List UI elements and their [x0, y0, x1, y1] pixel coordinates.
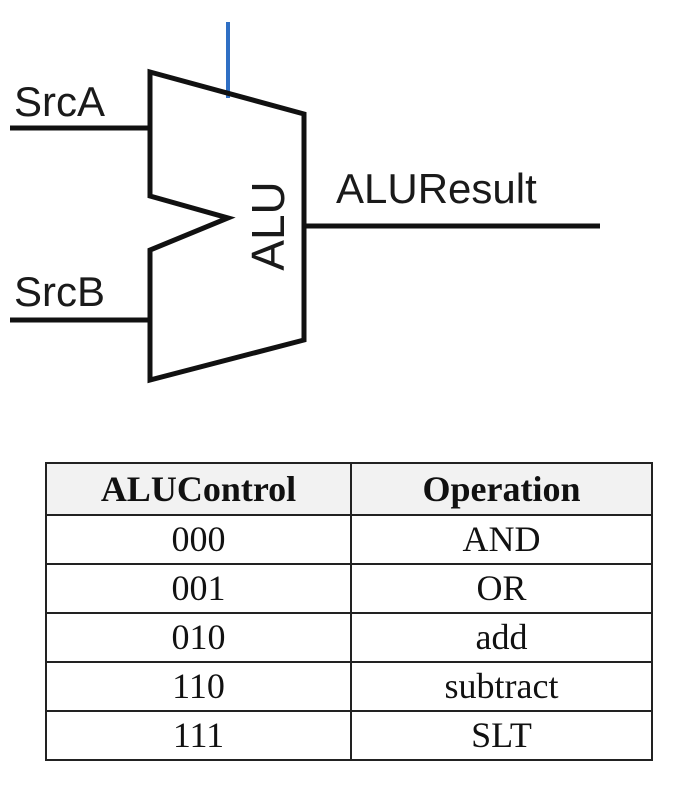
alu-diagram: SrcA SrcB ALUResult ALU: [10, 22, 600, 384]
table-row: 000 AND: [45, 514, 653, 565]
cell-operation: subtract: [350, 661, 653, 712]
alu-label: ALU: [242, 181, 294, 270]
alu-body: [147, 68, 307, 384]
src-a-label: SrcA: [14, 78, 105, 125]
cell-control: 001: [45, 563, 352, 614]
cell-operation: add: [350, 612, 653, 663]
cell-control: 111: [45, 710, 352, 761]
table-row: 110 subtract: [45, 661, 653, 712]
alu-result-label: ALUResult: [336, 165, 537, 212]
alu-control-table: ALUControl Operation 000 AND 001 OR 010 …: [45, 462, 653, 761]
header-alucontrol: ALUControl: [45, 462, 352, 516]
cell-control: 010: [45, 612, 352, 663]
cell-control: 110: [45, 661, 352, 712]
table-row: 010 add: [45, 612, 653, 663]
table-row: 001 OR: [45, 563, 653, 614]
cell-control: 000: [45, 514, 352, 565]
src-b-label: SrcB: [14, 268, 105, 315]
cell-operation: OR: [350, 563, 653, 614]
cell-operation: SLT: [350, 710, 653, 761]
cell-operation: AND: [350, 514, 653, 565]
table-row: 111 SLT: [45, 710, 653, 761]
table-header-row: ALUControl Operation: [45, 462, 653, 516]
header-operation: Operation: [350, 462, 653, 516]
